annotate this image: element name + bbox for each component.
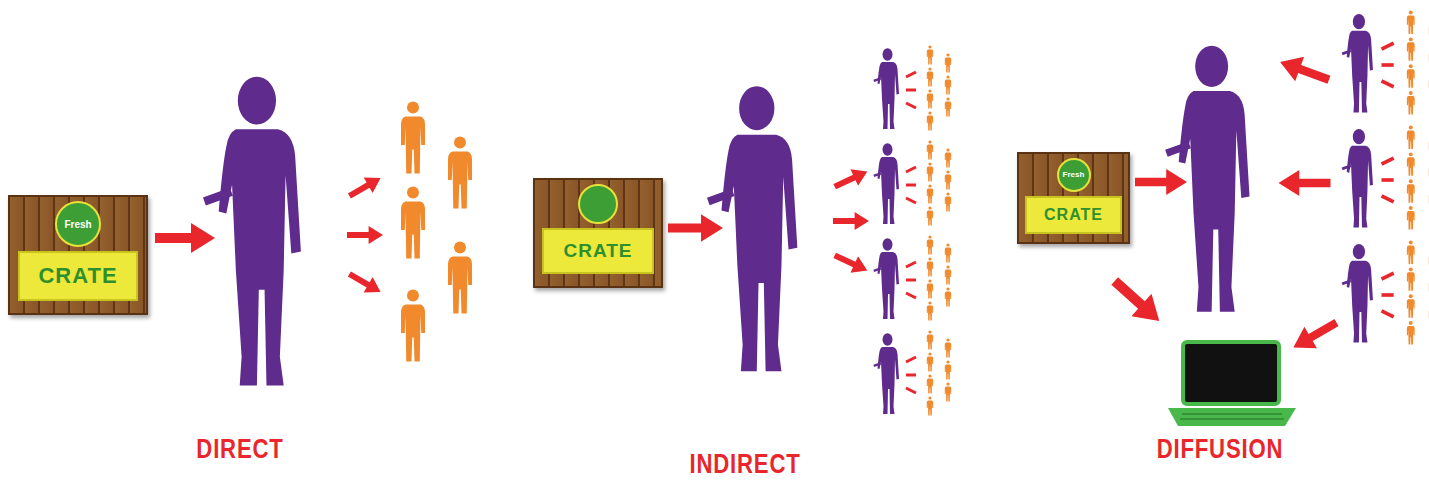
laptop-keys — [1180, 418, 1284, 420]
small-arrow — [833, 212, 869, 230]
presenter — [1165, 46, 1249, 312]
laptop-base — [1168, 408, 1296, 426]
crate-logo: Fresh — [1057, 158, 1091, 192]
presenter-group — [1342, 11, 1429, 115]
big-arrow — [1287, 312, 1343, 359]
audience-person — [448, 242, 472, 314]
crate-box: FreshCRATE — [8, 195, 148, 315]
audience-person — [401, 187, 425, 259]
audience-person — [401, 102, 425, 174]
audience-person — [448, 137, 472, 209]
presenter-group — [873, 235, 951, 320]
crate-label: CRATE — [38, 264, 117, 288]
crate-logo: Fresh — [55, 201, 101, 247]
presenter — [203, 77, 301, 386]
small-arrow — [347, 226, 383, 244]
presenter — [707, 86, 797, 371]
presenter-group — [1342, 126, 1429, 230]
big-arrow — [1276, 50, 1334, 92]
panel-title: DIFFUSION — [1157, 434, 1284, 465]
big-arrow — [1279, 170, 1331, 196]
presenter-group — [873, 140, 951, 225]
crate-logo — [578, 184, 618, 224]
presenter-group — [1342, 241, 1429, 345]
crate-sign: CRATE — [18, 251, 138, 301]
big-arrow — [1105, 270, 1170, 332]
crate-box: CRATE — [533, 178, 663, 288]
logo-text: Fresh — [64, 219, 91, 230]
laptop — [1168, 342, 1296, 426]
crate-label: CRATE — [563, 241, 632, 262]
laptop-keys — [1182, 413, 1282, 415]
panel-title: INDIRECT — [689, 449, 800, 480]
small-arrow — [831, 247, 871, 279]
big-arrow — [155, 223, 215, 253]
small-arrow — [831, 163, 871, 195]
crate-label: CRATE — [1044, 206, 1103, 224]
laptop-screen — [1183, 342, 1279, 404]
big-arrow — [668, 214, 723, 242]
small-arrow — [345, 170, 385, 204]
panel-title: DIRECT — [196, 434, 283, 465]
audience-person — [401, 290, 425, 362]
big-arrow — [1135, 169, 1187, 195]
crate-sign: CRATE — [542, 228, 654, 274]
crate-box: FreshCRATE — [1017, 152, 1130, 244]
logo-text: Fresh — [1063, 171, 1085, 180]
small-arrow — [345, 266, 385, 300]
presenter-group — [873, 45, 951, 130]
crate-sign: CRATE — [1025, 196, 1122, 234]
presenter-group — [873, 330, 951, 415]
